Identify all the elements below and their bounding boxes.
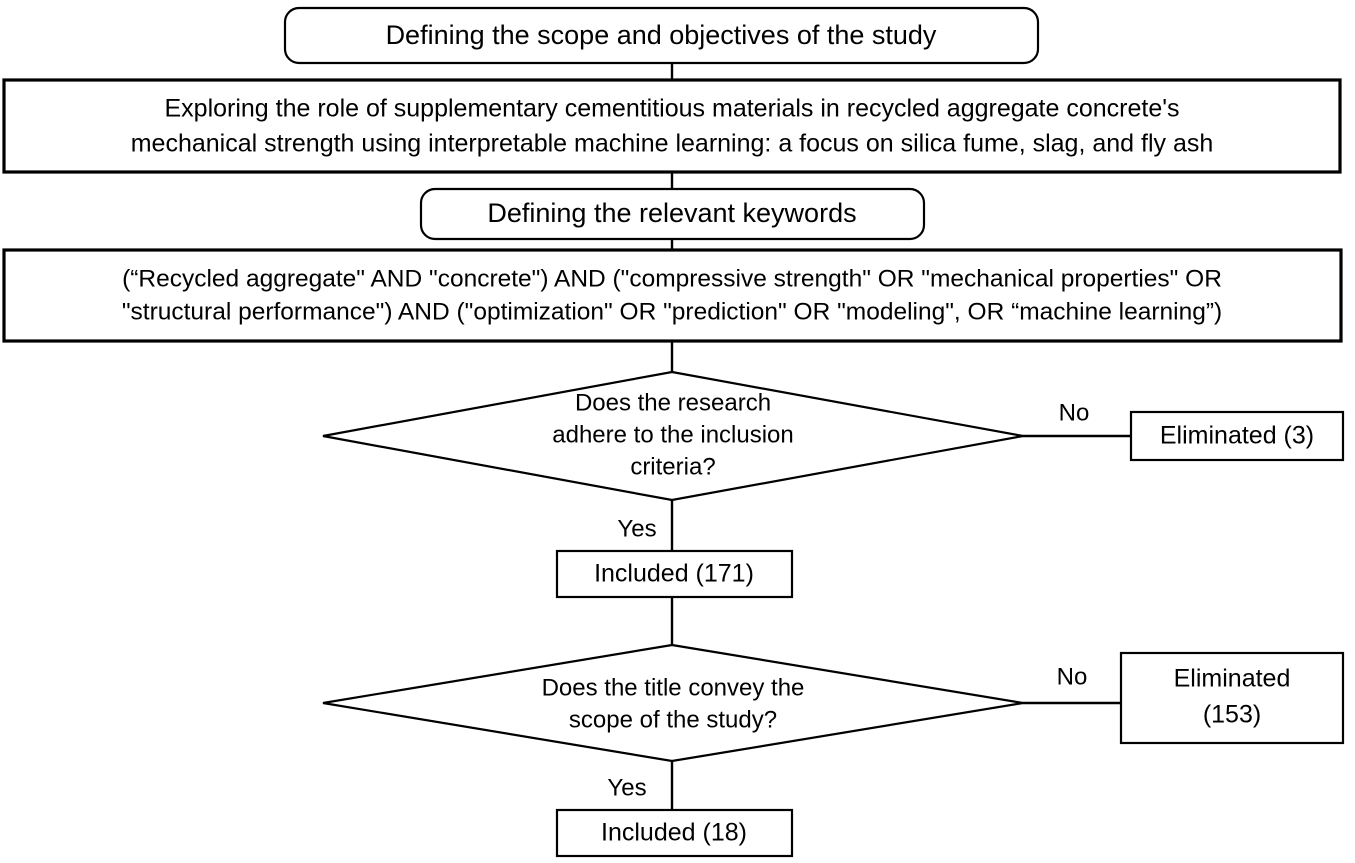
eliminated-153-line-1: Eliminated — [1174, 665, 1291, 693]
eliminated-153-shape — [1119, 651, 1345, 745]
node-keywords-step[interactable]: Defining the relevant keywords — [419, 187, 926, 241]
node-eliminated-153[interactable]: Eliminated (153) — [1119, 651, 1345, 745]
keywords-query-line-1: (“Recycled aggregate" AND "concrete") AN… — [122, 265, 1222, 292]
included-171-label: Included (171) — [594, 560, 754, 588]
node-included-171[interactable]: Included (171) — [555, 549, 794, 599]
eliminated-153-line-2: (153) — [1203, 701, 1261, 729]
keywords-query-line-2: "structural performance") AND ("optimiza… — [122, 298, 1222, 325]
decision-inclusion-shape — [322, 370, 1024, 502]
scope-step-shape — [283, 6, 1040, 65]
decision-inclusion-line-3: criteria? — [630, 453, 715, 480]
included-18-label: Included (18) — [601, 819, 747, 847]
decision-title-shape — [322, 643, 1024, 763]
edge-label-no-2: No — [1057, 663, 1088, 690]
node-decision-inclusion[interactable]: Does the research adhere to the inclusio… — [322, 370, 1024, 502]
connectors — [670, 62, 1131, 810]
scope-step-label: Defining the scope and objectives of the… — [386, 20, 937, 50]
edge-label-yes-1: Yes — [617, 515, 656, 542]
edge-label-yes-2: Yes — [607, 774, 646, 801]
decision-title-line-2: scope of the study? — [569, 706, 777, 733]
node-included-18[interactable]: Included (18) — [555, 808, 794, 858]
keywords-query-shape — [2, 248, 1343, 343]
study-title-line-2: mechanical strength using interpretable … — [131, 130, 1214, 158]
decision-title-line-1: Does the title convey the — [542, 674, 805, 701]
keywords-step-label: Defining the relevant keywords — [487, 198, 856, 228]
keywords-step-shape — [419, 187, 926, 241]
study-title-shape — [2, 78, 1342, 174]
eliminated-3-label: Eliminated (3) — [1160, 422, 1314, 450]
node-eliminated-3[interactable]: Eliminated (3) — [1129, 410, 1345, 462]
node-decision-title[interactable]: Does the title convey the scope of the s… — [322, 643, 1024, 763]
decision-inclusion-line-2: adhere to the inclusion — [552, 421, 794, 448]
included-18-shape — [555, 808, 794, 858]
study-title-line-1: Exploring the role of supplementary ceme… — [164, 95, 1179, 123]
eliminated-3-shape — [1129, 410, 1345, 462]
node-study-title[interactable]: Exploring the role of supplementary ceme… — [2, 78, 1342, 174]
node-scope-step[interactable]: Defining the scope and objectives of the… — [283, 6, 1040, 65]
included-171-shape — [555, 549, 794, 599]
node-keywords-query[interactable]: (“Recycled aggregate" AND "concrete") AN… — [2, 248, 1343, 343]
decision-inclusion-line-1: Does the research — [575, 389, 771, 416]
edge-label-no-1: No — [1059, 399, 1090, 426]
